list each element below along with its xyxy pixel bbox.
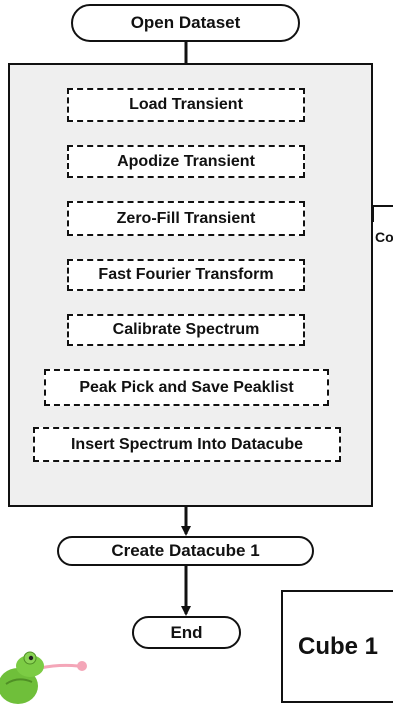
step-peak-pick: Peak Pick and Save Peaklist bbox=[44, 369, 329, 406]
cube-1-box: Cube 1 bbox=[281, 590, 393, 703]
step-label: Fast Fourier Transform bbox=[98, 266, 274, 283]
step-label: Apodize Transient bbox=[117, 152, 255, 170]
continue-label: Co bbox=[375, 229, 393, 247]
step-apodize-transient: Apodize Transient bbox=[67, 145, 305, 178]
end-node: End bbox=[132, 616, 241, 649]
step-label: Load Transient bbox=[129, 96, 243, 113]
continue-label-text: Co bbox=[375, 229, 393, 245]
step-label: Zero-Fill Transient bbox=[116, 209, 256, 227]
step-label: Insert Spectrum Into Datacube bbox=[70, 435, 304, 453]
end-label: End bbox=[170, 622, 203, 642]
cube-1-label: Cube 1 bbox=[297, 632, 378, 660]
step-fast-fourier-transform: Fast Fourier Transform bbox=[67, 259, 305, 291]
step-zero-fill-transient: Zero-Fill Transient bbox=[67, 201, 305, 236]
step-insert-spectrum: Insert Spectrum Into Datacube bbox=[33, 427, 341, 462]
chameleon-mascot-icon bbox=[0, 651, 87, 704]
step-label: Peak Pick and Save Peaklist bbox=[79, 378, 294, 396]
open-dataset-node: Open Dataset bbox=[71, 4, 300, 42]
step-label: Calibrate Spectrum bbox=[112, 321, 260, 338]
open-dataset-label: Open Dataset bbox=[130, 13, 241, 32]
create-datacube-label: Create Datacube 1 bbox=[111, 541, 260, 560]
step-calibrate-spectrum: Calibrate Spectrum bbox=[67, 314, 305, 346]
create-datacube-node: Create Datacube 1 bbox=[57, 536, 314, 566]
step-load-transient: Load Transient bbox=[67, 88, 305, 122]
